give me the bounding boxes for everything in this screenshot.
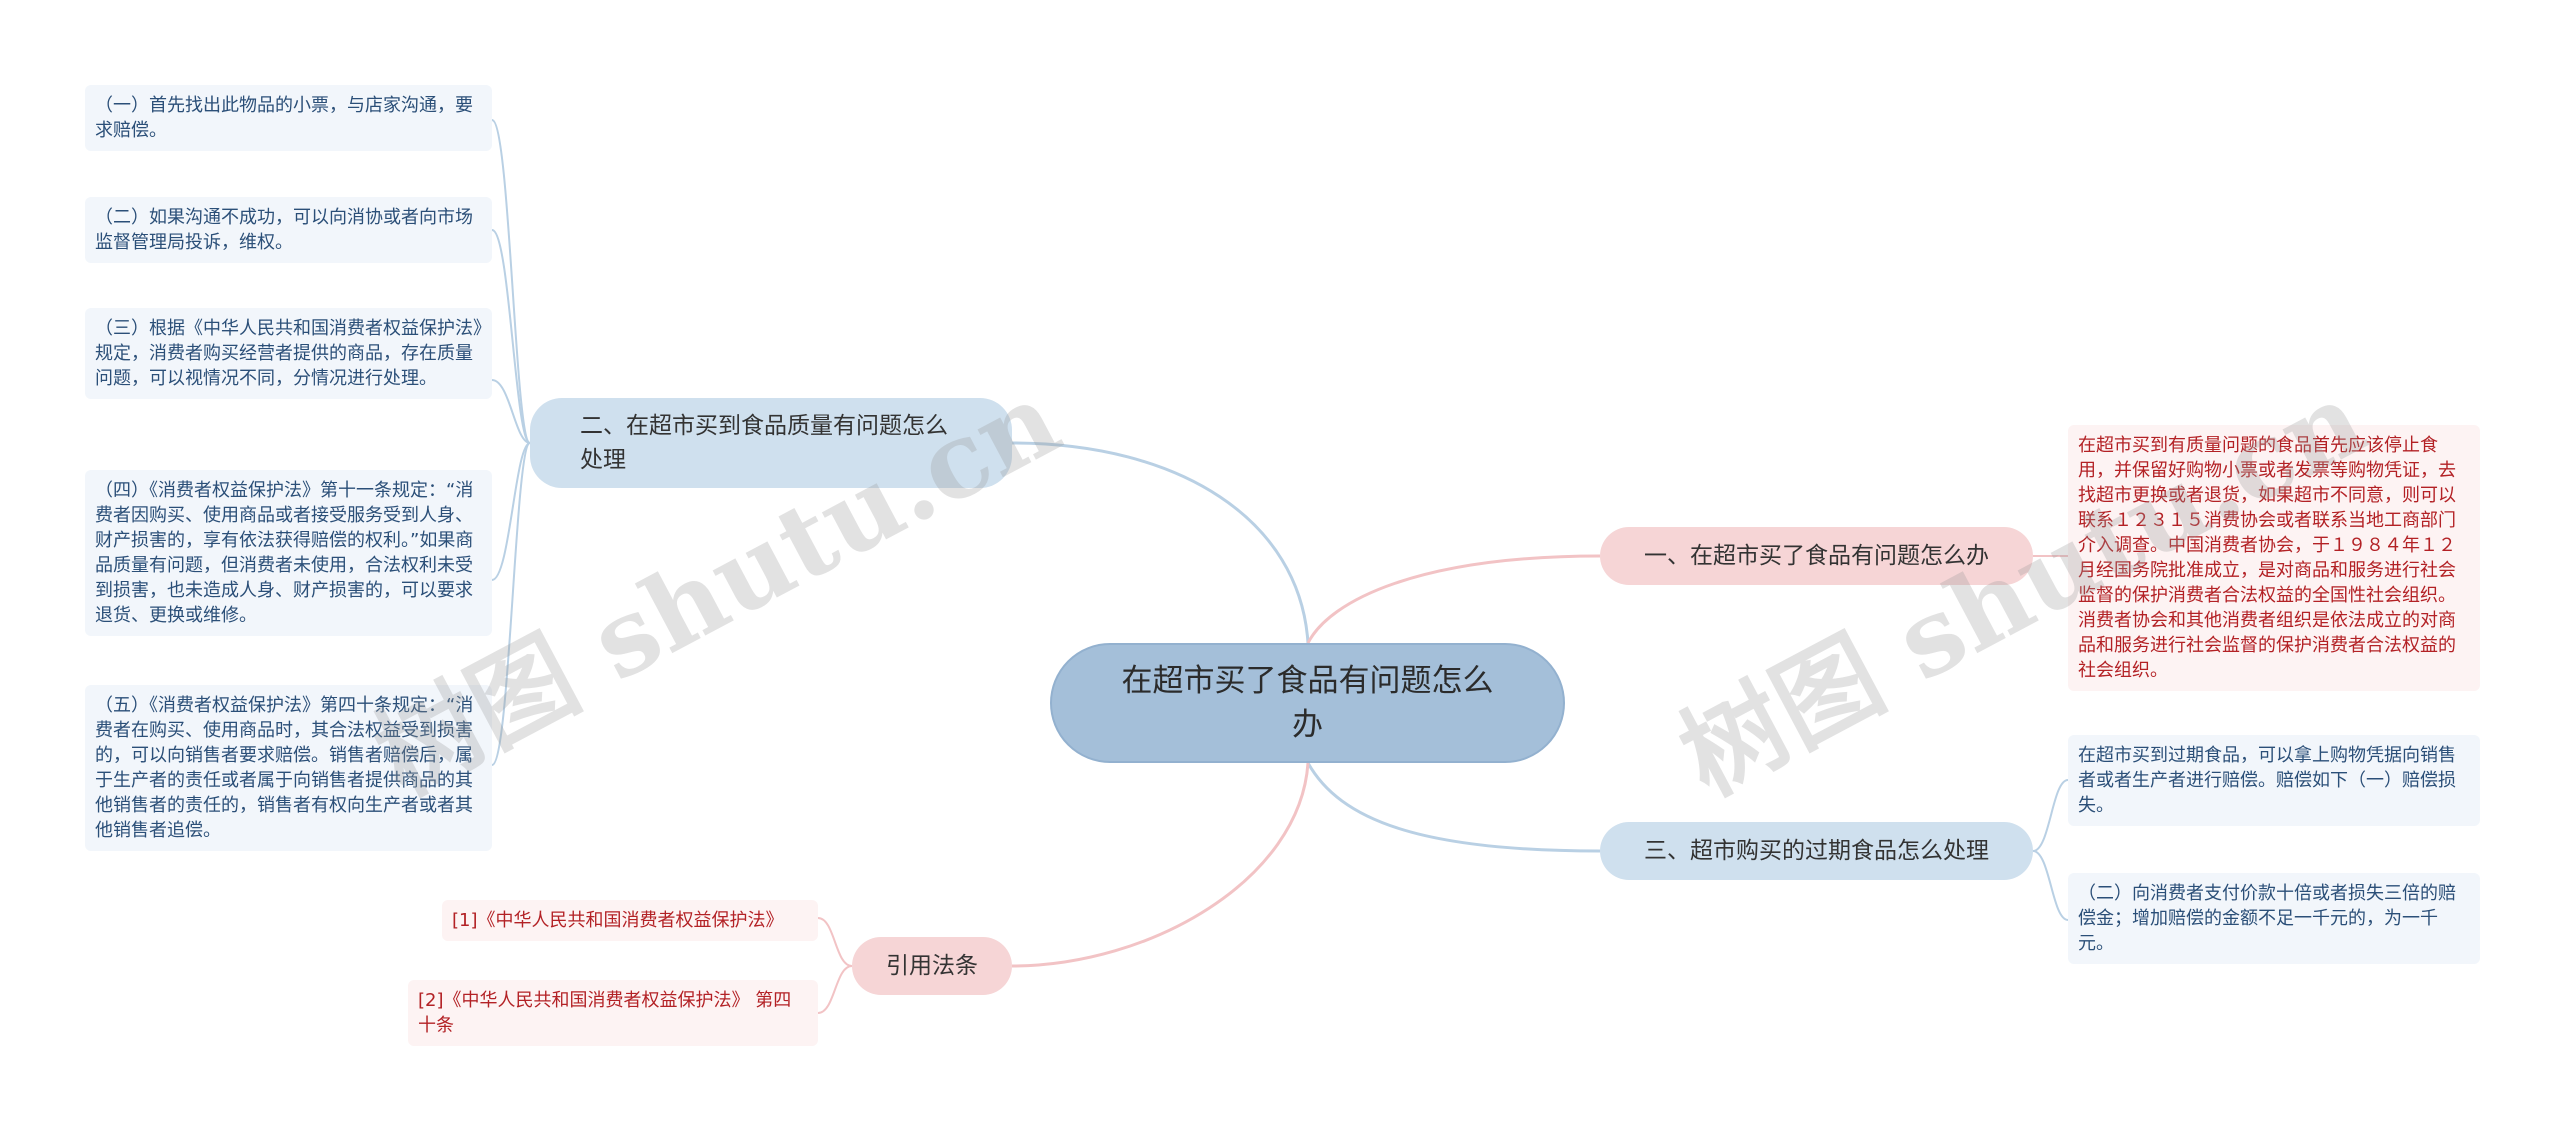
leaf-expired-1[interactable]: 在超市买到过期食品，可以拿上购物凭据向销售者或者生产者进行赔偿。赔偿如下（一）赔… <box>2068 735 2480 826</box>
link-cite-leaf-2 <box>817 965 853 1014</box>
branch-expired-food[interactable]: 三、超市购买的过期食品怎么处理 <box>1600 822 2033 880</box>
link-cite-leaf-1 <box>817 917 853 967</box>
root-topic-label: 在超市买了食品有问题怎么办 <box>1121 663 1494 743</box>
leaf-citation-2[interactable]: [2]《中华人民共和国消费者权益保护法》 第四十条 <box>408 980 818 1046</box>
link-quality-leaf-4 <box>491 442 531 581</box>
link-expired-leaf-2 <box>2032 850 2069 921</box>
link-quality-leaf-1 <box>491 119 531 444</box>
link-root-expired <box>1306 762 1601 853</box>
branch-what-to-do-label: 一、在超市买了食品有问题怎么办 <box>1644 543 1989 569</box>
leaf-what-to-do-1-text: 在超市买到有质量问题的食品首先应该停止食用，并保留好购物小票或者发票等购物凭证，… <box>2078 435 2456 681</box>
link-quality-leaf-5 <box>491 442 531 766</box>
leaf-quality-5[interactable]: （五）《消费者权益保护法》第四十条规定：“消费者在购买、使用商品时，其合法权益受… <box>85 685 492 851</box>
link-expired-leaf-1 <box>2032 779 2069 852</box>
leaf-quality-5-text: （五）《消费者权益保护法》第四十条规定：“消费者在购买、使用商品时，其合法权益受… <box>95 695 474 841</box>
link-quality-leaf-3 <box>491 379 531 444</box>
leaf-quality-2-text: （二）如果沟通不成功，可以向消协或者向市场监督管理局投诉，维权。 <box>95 207 473 253</box>
leaf-quality-1-text: （一）首先找出此物品的小票，与店家沟通，要求赔偿。 <box>95 95 473 141</box>
branch-citations-label: 引用法条 <box>886 953 978 979</box>
branch-what-to-do[interactable]: 一、在超市买了食品有问题怎么办 <box>1600 527 2033 585</box>
leaf-quality-2[interactable]: （二）如果沟通不成功，可以向消协或者向市场监督管理局投诉，维权。 <box>85 197 492 263</box>
leaf-quality-4[interactable]: （四）《消费者权益保护法》第十一条规定：“消费者因购买、使用商品或者接受服务受到… <box>85 470 492 636</box>
branch-quality-problem[interactable]: 二、在超市买到食品质量有问题怎么处理 <box>530 398 1012 488</box>
leaf-expired-1-text: 在超市买到过期食品，可以拿上购物凭据向销售者或者生产者进行赔偿。赔偿如下（一）赔… <box>2078 745 2456 816</box>
leaf-expired-2-text: （二）向消费者支付价款十倍或者损失三倍的赔偿金；增加赔偿的金额不足一千元的，为一… <box>2078 883 2456 954</box>
link-root-citations <box>1011 762 1310 968</box>
link-root-what <box>1306 554 1601 644</box>
root-topic[interactable]: 在超市买了食品有问题怎么办 <box>1050 643 1565 763</box>
leaf-quality-3[interactable]: （三）根据《中华人民共和国消费者权益保护法》规定，消费者购买经营者提供的商品，存… <box>85 308 492 399</box>
leaf-quality-3-text: （三）根据《中华人民共和国消费者权益保护法》规定，消费者购买经营者提供的商品，存… <box>95 318 482 389</box>
leaf-citation-1-text: [1]《中华人民共和国消费者权益保护法》 <box>452 910 784 931</box>
branch-expired-label: 三、超市购买的过期食品怎么处理 <box>1644 838 1989 864</box>
leaf-what-to-do-1[interactable]: 在超市买到有质量问题的食品首先应该停止食用，并保留好购物小票或者发票等购物凭证，… <box>2068 425 2480 691</box>
link-quality-leaf-2 <box>491 229 531 444</box>
leaf-expired-2[interactable]: （二）向消费者支付价款十倍或者损失三倍的赔偿金；增加赔偿的金额不足一千元的，为一… <box>2068 873 2480 964</box>
leaf-quality-4-text: （四）《消费者权益保护法》第十一条规定：“消费者因购买、使用商品或者接受服务受到… <box>95 480 474 626</box>
leaf-citation-2-text: [2]《中华人民共和国消费者权益保护法》 第四十条 <box>418 990 792 1036</box>
link-root-quality <box>1011 441 1310 644</box>
leaf-quality-1[interactable]: （一）首先找出此物品的小票，与店家沟通，要求赔偿。 <box>85 85 492 151</box>
leaf-citation-1[interactable]: [1]《中华人民共和国消费者权益保护法》 <box>442 900 818 941</box>
branch-citations[interactable]: 引用法条 <box>852 937 1012 995</box>
branch-quality-label: 二、在超市买到食品质量有问题怎么处理 <box>580 413 948 473</box>
